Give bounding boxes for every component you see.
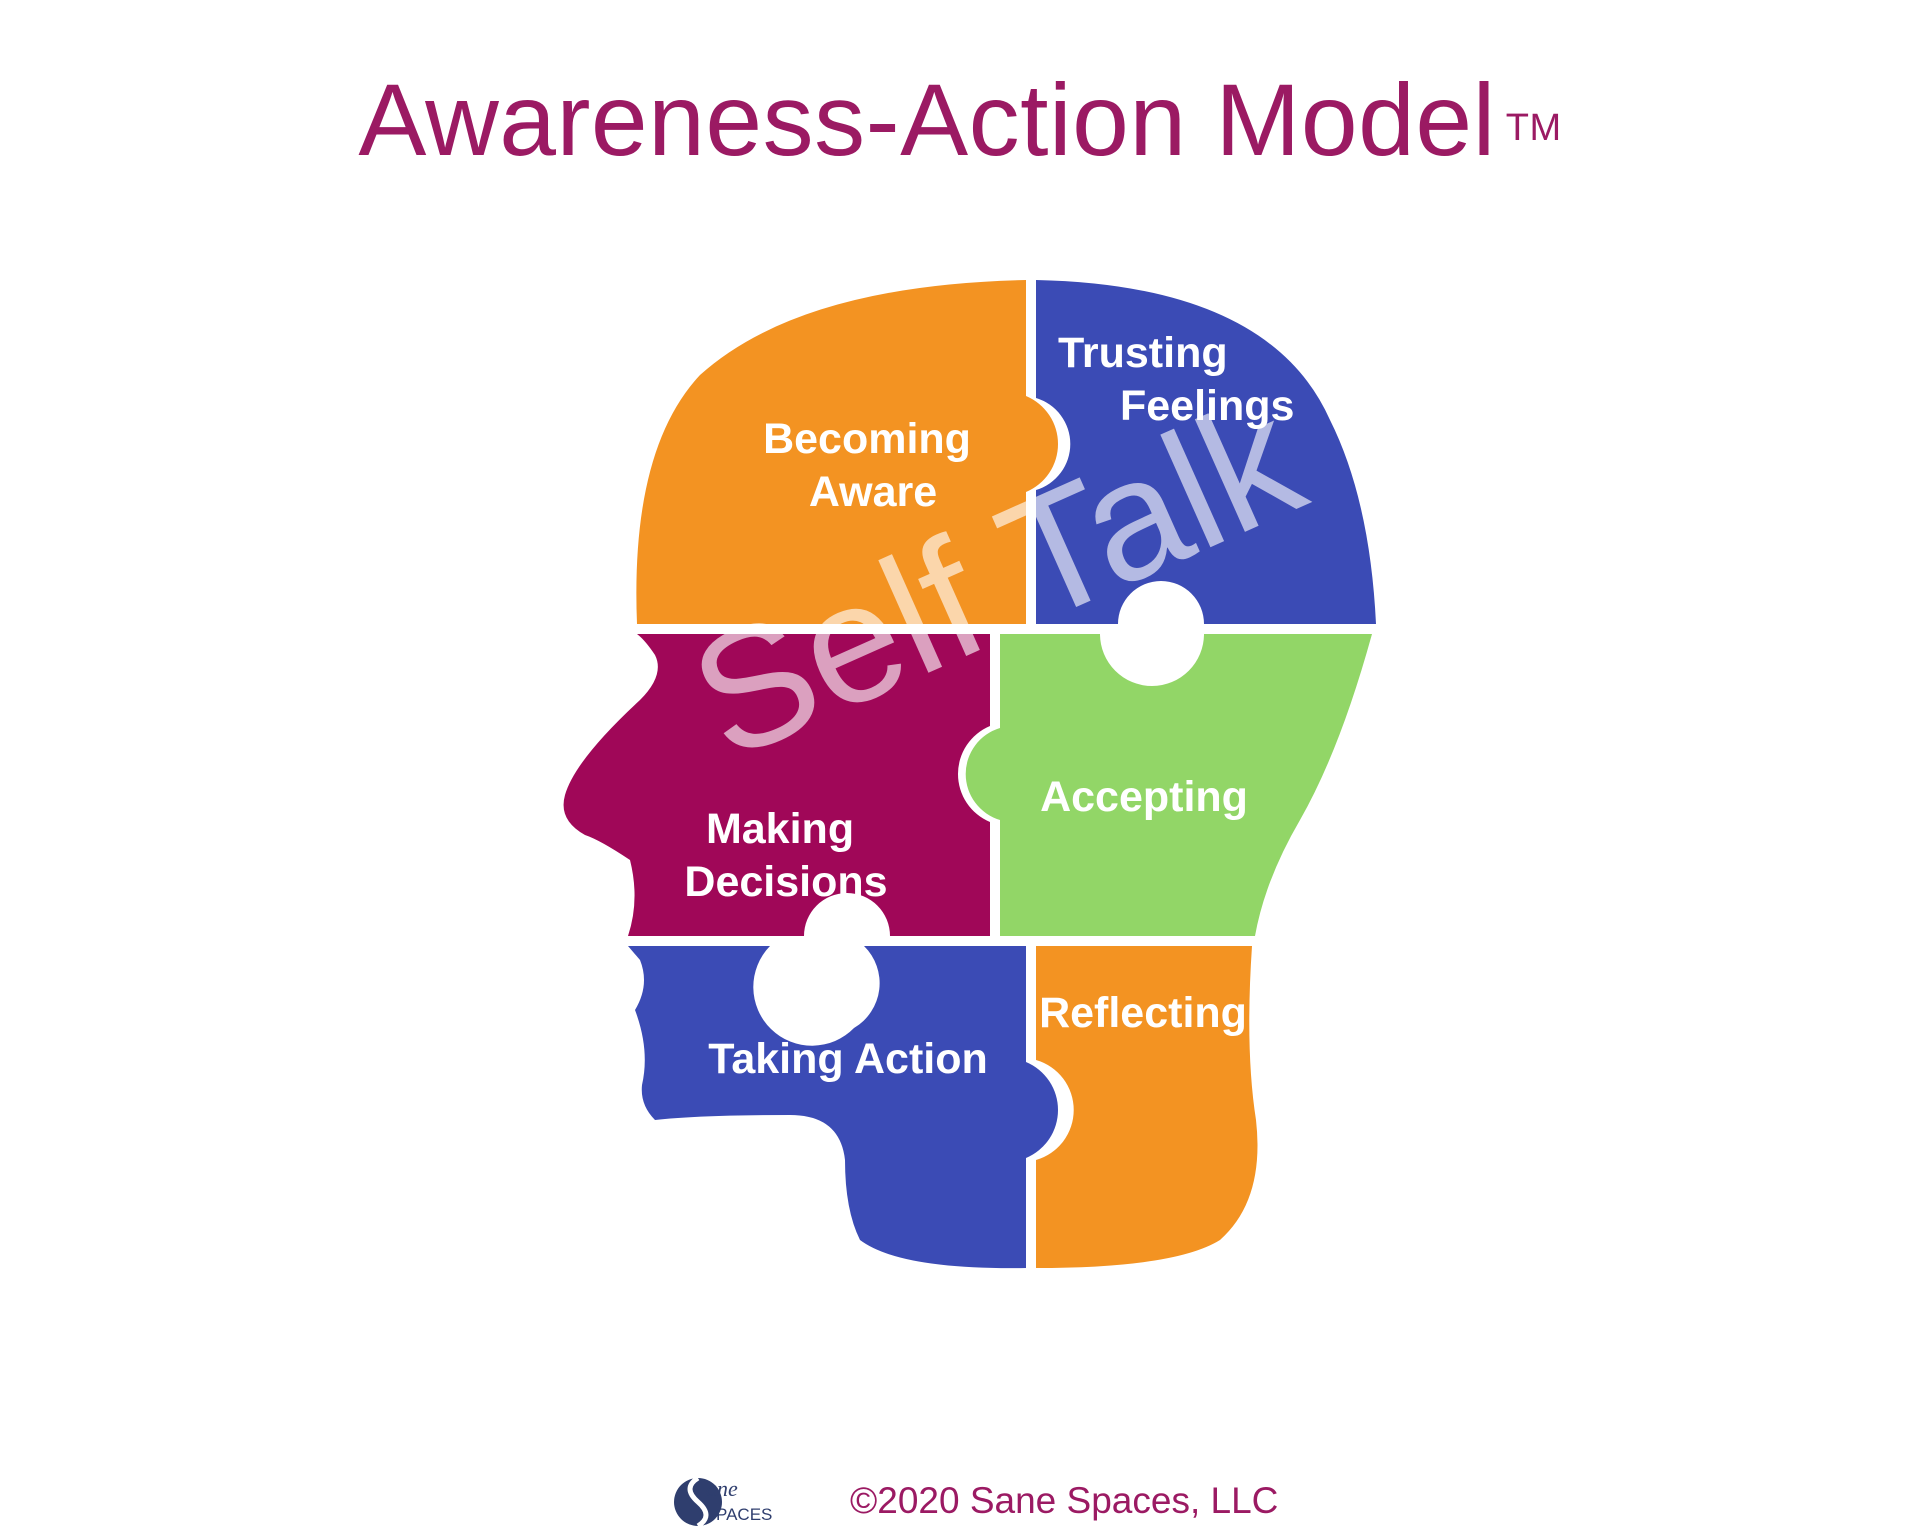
label-making-decisions-line-1: Making — [706, 805, 854, 853]
label-making-decisions: Making Decisions — [684, 805, 887, 906]
label-trusting-feelings: Trusting Feelings — [1058, 329, 1294, 430]
logo-text-top: ane — [706, 1476, 738, 1501]
piece-taking-action — [628, 946, 1058, 1269]
logo-s-curve-icon — [687, 1475, 709, 1529]
label-becoming-aware-line-1: Becoming — [763, 415, 971, 463]
copyright-text: ©2020 Sane Spaces, LLC — [850, 1480, 1279, 1521]
label-reflecting-line-1: Reflecting — [1039, 989, 1247, 1037]
piece-becoming-aware — [636, 280, 1059, 624]
title-text: Awareness-Action Model — [358, 63, 1496, 177]
trademark-symbol: TM — [1505, 107, 1562, 149]
piece-making-decisions — [563, 634, 990, 936]
label-becoming-aware-line-2: Aware — [809, 468, 937, 516]
sane-spaces-logo: ane PACES — [674, 1475, 772, 1529]
footer: ane PACES ©2020 Sane Spaces, LLC — [0, 1468, 1920, 1538]
label-accepting: Accepting — [1040, 773, 1248, 821]
label-accepting-line-1: Accepting — [1040, 773, 1248, 821]
logo-text-bottom: PACES — [716, 1505, 772, 1524]
label-trusting-feelings-line-2: Feelings — [1120, 382, 1294, 430]
label-trusting-feelings-line-1: Trusting — [1058, 329, 1228, 377]
label-taking-action-line-1: Taking Action — [708, 1035, 988, 1083]
label-taking-action: Taking Action — [708, 1035, 988, 1083]
label-becoming-aware: Becoming Aware — [763, 415, 983, 516]
piece-trusting-feelings — [1036, 280, 1376, 624]
piece-accepting — [965, 634, 1372, 936]
label-reflecting: Reflecting — [1039, 989, 1247, 1037]
label-making-decisions-line-2: Decisions — [684, 858, 887, 906]
piece-reflecting — [1036, 946, 1258, 1268]
